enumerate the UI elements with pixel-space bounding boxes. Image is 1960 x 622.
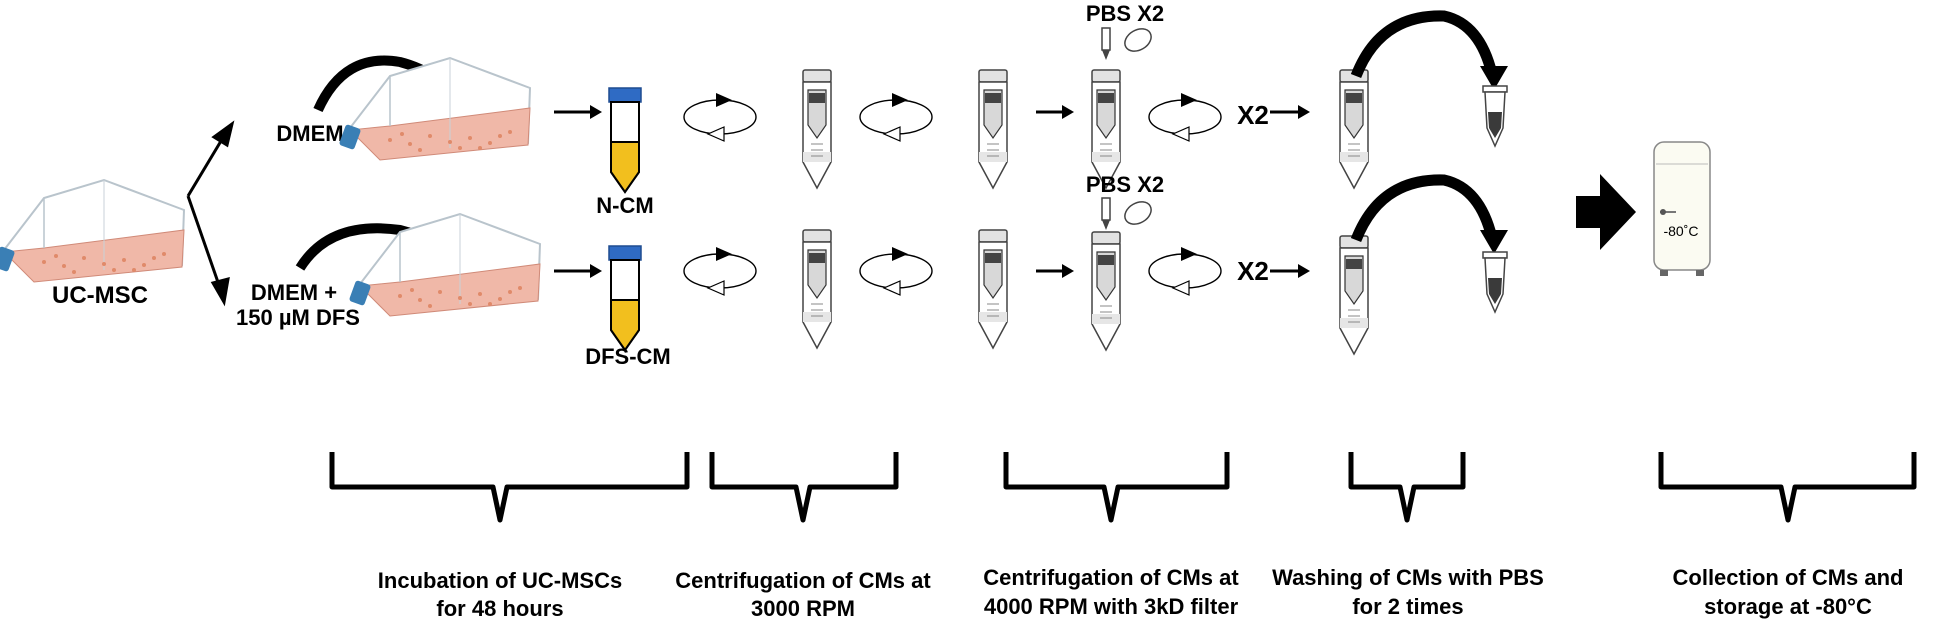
bottom-arrow-1: [554, 264, 602, 278]
step-1-line1: Incubation of UC-MSCs: [378, 568, 622, 593]
bottom-spin-1: [683, 246, 757, 296]
brace-washing: [1348, 452, 1466, 523]
source-flask: [0, 179, 185, 283]
step-1-line2: for 48 hours: [436, 596, 563, 621]
top-collect-tube: [1339, 69, 1369, 189]
top-cap: [1124, 28, 1152, 52]
step-4-line1: Washing of CMs with PBS: [1272, 565, 1544, 590]
step-2-line1: Centrifugation of CMs at: [675, 568, 931, 593]
bottom-repeat-label: X2: [1237, 256, 1269, 286]
top-wash-label: PBS X2: [1086, 1, 1164, 26]
bottom-spin-2: [859, 246, 933, 296]
brace-centrifugation-4000: [1003, 452, 1230, 523]
top-wash-tube: [1091, 69, 1121, 189]
freezer-arrow: [1576, 174, 1636, 250]
step-3-line1: Centrifugation of CMs at: [983, 565, 1239, 590]
freezer-handle-icon: [1660, 209, 1676, 215]
top-arrow-1: [554, 105, 602, 119]
top-arrow-2: [1036, 105, 1074, 119]
step-5-line1: Collection of CMs and: [1673, 565, 1904, 590]
bottom-pipette: [1101, 197, 1111, 230]
bottom-cm-label: DFS-CM: [585, 344, 671, 369]
bottom-spin-3: [1148, 246, 1222, 296]
top-small-tube: [1482, 85, 1508, 147]
bottom-filter-tube-2: [978, 229, 1008, 349]
freezer-label: -80˚C: [1663, 223, 1698, 239]
top-spin-2: [859, 92, 933, 142]
brace-centrifugation-3000: [709, 452, 899, 523]
top-flask: [337, 57, 531, 161]
bottom-wash-tube: [1091, 231, 1121, 351]
top-repeat-label: X2: [1237, 100, 1269, 130]
top-spin-3: [1148, 92, 1222, 142]
bottom-cm-tube: [608, 245, 642, 351]
top-medium-label: DMEM: [276, 121, 343, 146]
freezer: [1653, 141, 1711, 276]
split-arrows: [186, 120, 235, 307]
top-filter-tube-2: [978, 69, 1008, 189]
step-3-line2: 4000 RPM with 3kD filter: [984, 594, 1239, 619]
bottom-small-tube: [1482, 251, 1508, 313]
brace-collection: [1658, 452, 1917, 523]
bottom-collect-tube: [1339, 235, 1369, 355]
bottom-arrow-2: [1036, 264, 1074, 278]
top-filter-tube-1: [802, 69, 832, 189]
brace-incubation: [329, 452, 690, 523]
source-label: UC-MSC: [52, 282, 148, 309]
top-spin-1: [683, 92, 757, 142]
step-4-line2: for 2 times: [1352, 594, 1463, 619]
bottom-medium-label-line2: 150 µM DFS: [236, 305, 360, 330]
bottom-arrow-3: [1270, 264, 1310, 278]
step-5-line2: storage at -80°C: [1704, 594, 1872, 619]
top-cm-label: N-CM: [596, 193, 653, 218]
top-cm-tube: [608, 87, 642, 193]
step-2-line2: 3000 RPM: [751, 596, 855, 621]
top-pipette: [1101, 27, 1111, 60]
bottom-invert-arrow: [1350, 174, 1508, 254]
top-arrow-3: [1270, 105, 1310, 119]
top-invert-arrow: [1350, 10, 1508, 90]
bottom-wash-label: PBS X2: [1086, 172, 1164, 197]
bottom-medium-label-line1: DMEM +: [251, 280, 337, 305]
bottom-filter-tube-1: [802, 229, 832, 349]
bottom-cap: [1124, 201, 1152, 225]
